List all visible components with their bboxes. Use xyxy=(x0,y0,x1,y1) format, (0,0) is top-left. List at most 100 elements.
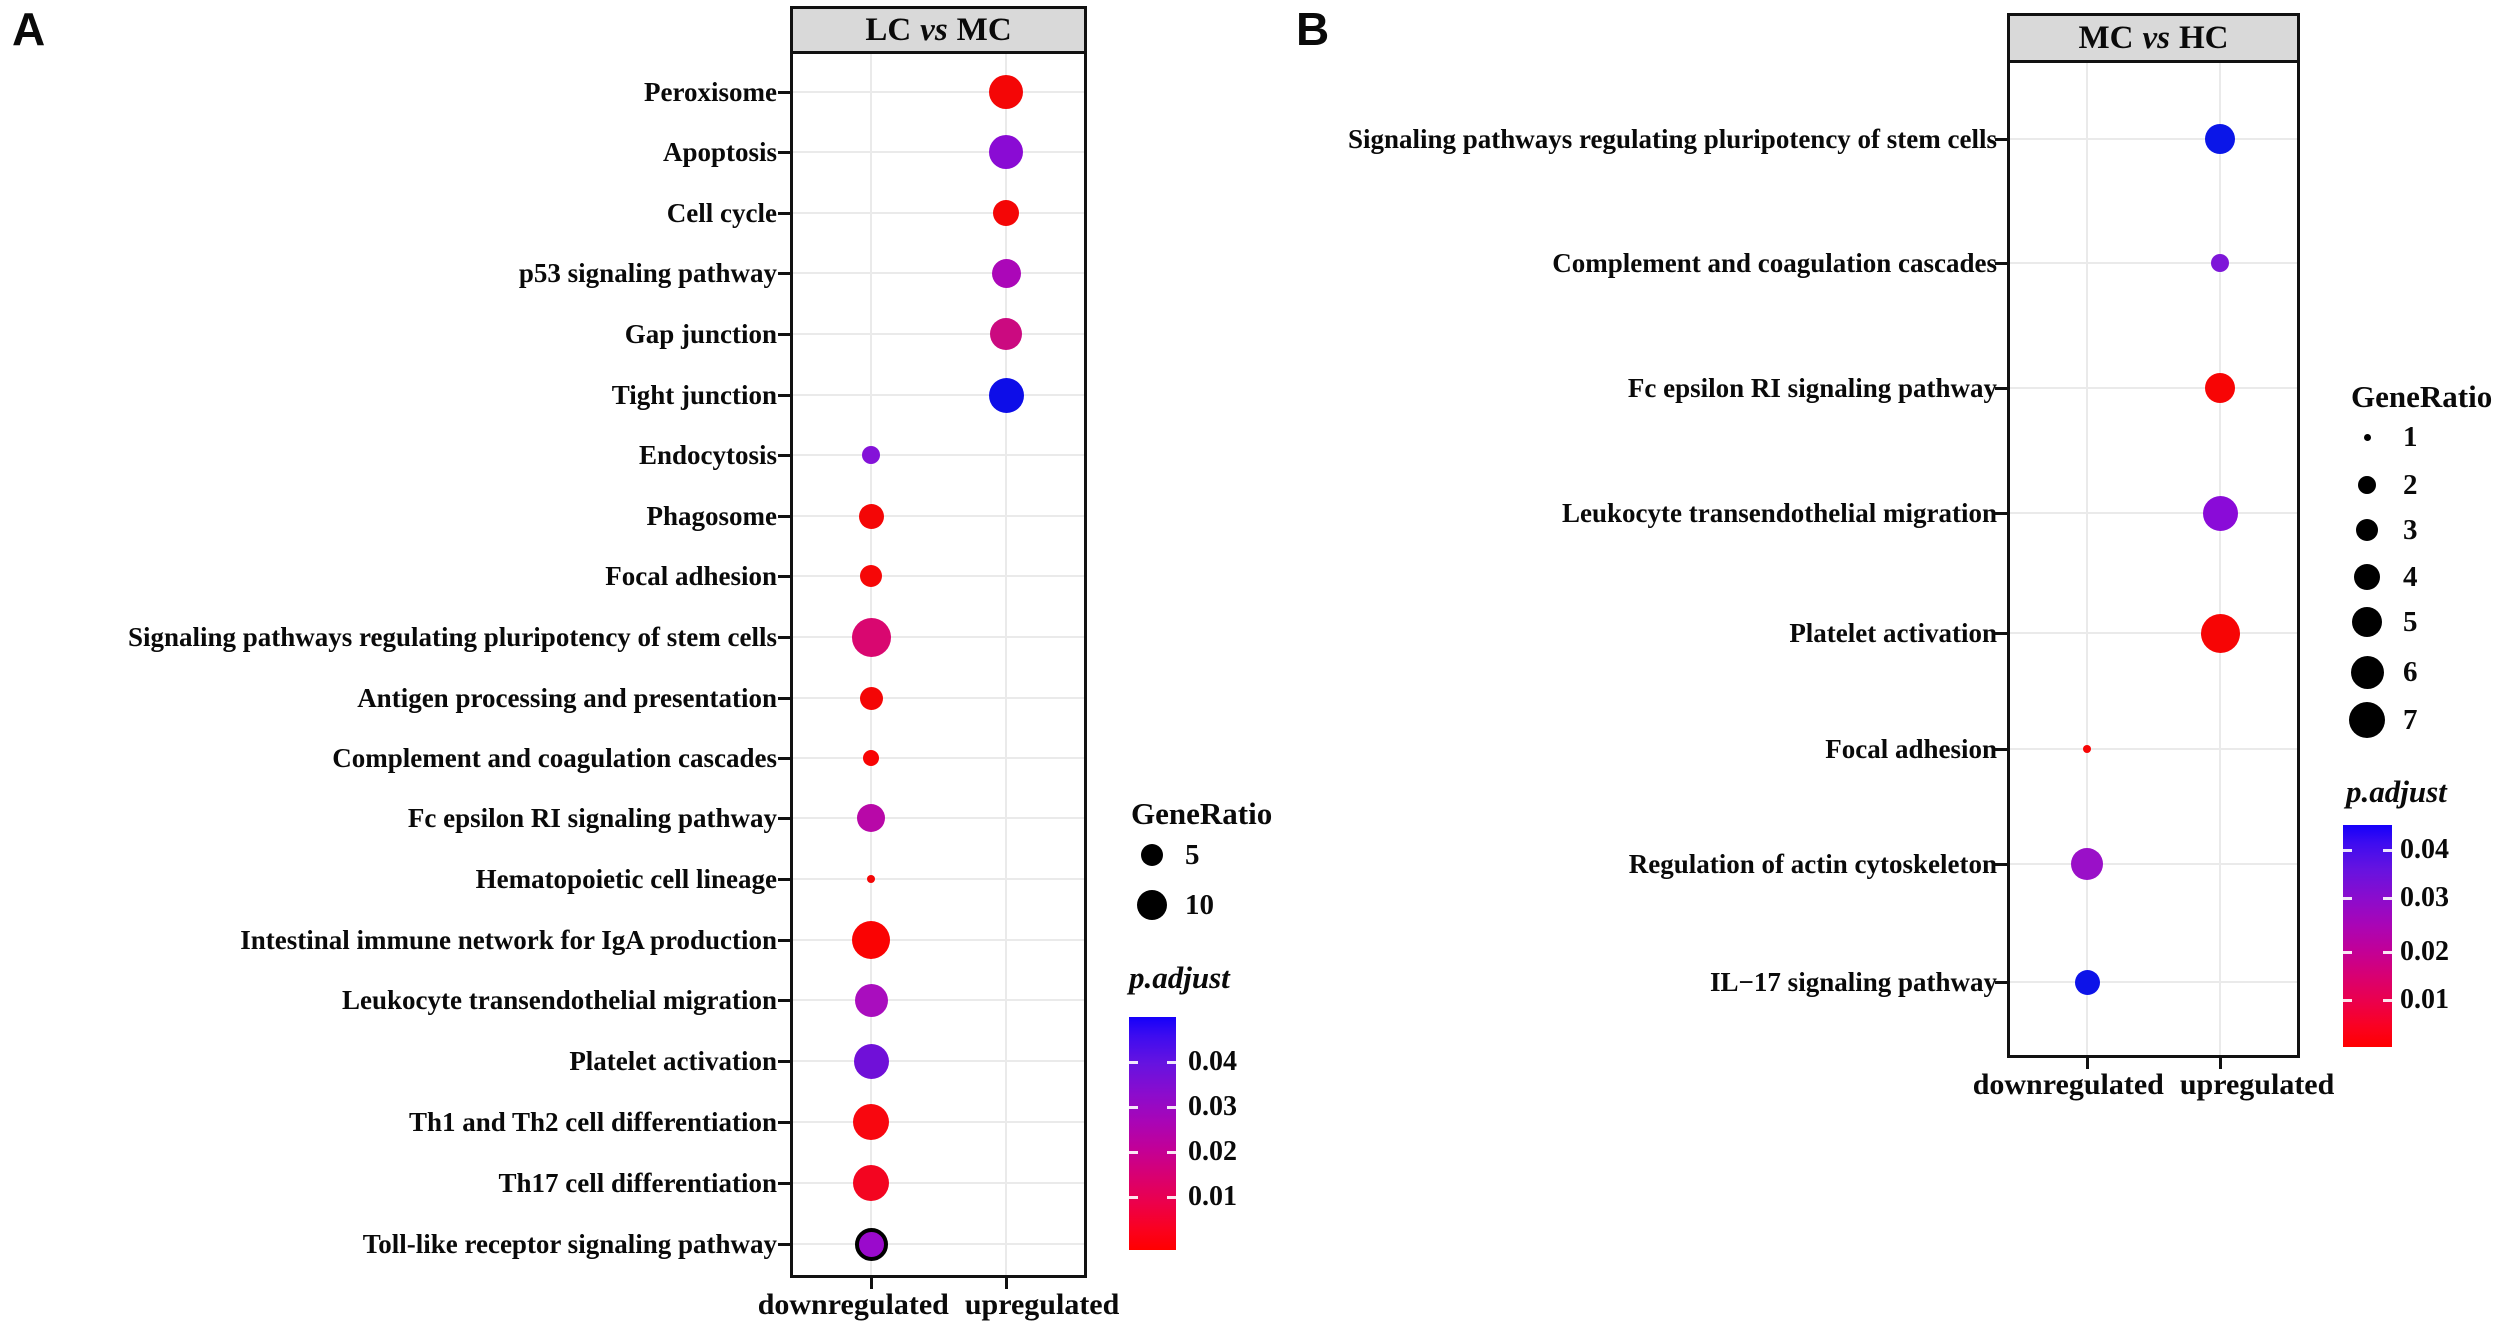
y-axis-tick xyxy=(778,939,790,942)
data-dot xyxy=(851,617,891,657)
gridline-horizontal xyxy=(793,1182,1084,1184)
y-axis-tick xyxy=(778,151,790,154)
gridline-horizontal xyxy=(793,272,1084,274)
y-axis-tick xyxy=(778,91,790,94)
panel-b-padjust-colorbar xyxy=(2343,825,2392,1047)
panel-b-x-axis-labels: downregulated upregulated xyxy=(1973,1068,2335,1102)
pathway-label: Complement and coagulation cascades xyxy=(1552,248,1997,278)
gridline-horizontal xyxy=(793,333,1084,335)
y-axis-tick xyxy=(778,394,790,397)
data-dot xyxy=(991,258,1021,288)
panel-a-strip-title: LC vs MC xyxy=(790,6,1087,54)
x-label-upregulated: upregulated xyxy=(964,1288,1120,1321)
colorbar-tick xyxy=(2383,951,2392,954)
gridline-horizontal xyxy=(2010,748,2297,750)
y-axis-tick xyxy=(778,515,790,518)
gridline-horizontal xyxy=(793,91,1084,93)
gridline-vertical xyxy=(2219,63,2221,1055)
colorbar-tick xyxy=(1167,1106,1176,1109)
data-dot xyxy=(860,565,882,587)
data-dot xyxy=(2205,373,2235,403)
gridline-horizontal xyxy=(793,878,1084,880)
colorbar-tick xyxy=(1129,1196,1138,1199)
gridline-horizontal xyxy=(793,697,1084,699)
legend-size-label: 6 xyxy=(2403,656,2418,688)
panel-b-generatio-legend-title: GeneRatio xyxy=(2351,379,2493,414)
panel-a-generatio-legend-title: GeneRatio xyxy=(1131,796,1273,831)
pathway-label: Th1 and Th2 cell differentiation xyxy=(408,1107,777,1137)
pathway-label: Toll-like receptor signaling pathway xyxy=(362,1229,777,1259)
colorbar-tick-label: 0.01 xyxy=(2400,984,2449,1015)
y-axis-tick xyxy=(1995,138,2007,141)
colorbar-tick xyxy=(1167,1196,1176,1199)
legend-size-dot xyxy=(1141,844,1163,866)
colorbar-tick xyxy=(1129,1106,1138,1109)
strip-a-group2: MC xyxy=(956,11,1012,48)
legend-size-label: 2 xyxy=(2403,469,2418,501)
pathway-label: Signaling pathways regulating pluripoten… xyxy=(1347,124,1997,154)
data-dot xyxy=(854,1227,888,1261)
x-axis-tick xyxy=(1005,1278,1008,1289)
gridline-horizontal xyxy=(793,999,1084,1001)
data-dot xyxy=(863,750,879,766)
colorbar-tick-label: 0.04 xyxy=(1188,1046,1237,1077)
gridline-horizontal xyxy=(2010,262,2297,264)
colorbar-tick xyxy=(2383,999,2392,1002)
y-axis-tick xyxy=(778,575,790,578)
gridline-horizontal xyxy=(793,151,1084,153)
strip-b-group2: HC xyxy=(2178,19,2229,56)
x-axis-tick xyxy=(870,1278,873,1289)
y-axis-tick xyxy=(778,817,790,820)
panel-b-plot-area xyxy=(2007,13,2300,1058)
colorbar-tick xyxy=(1167,1151,1176,1154)
pathway-label: Hematopoietic cell lineage xyxy=(475,864,777,894)
panel-a-padjust-colorbar xyxy=(1129,1017,1176,1250)
y-axis-tick xyxy=(778,757,790,760)
pathway-label: Intestinal immune network for IgA produc… xyxy=(240,925,777,955)
panel-b-padjust-legend-title: p.adjust xyxy=(2346,774,2447,809)
gridline-horizontal xyxy=(2010,863,2297,865)
data-dot xyxy=(989,135,1023,169)
data-dot xyxy=(853,1165,889,1201)
y-axis-tick xyxy=(1995,262,2007,265)
x-label-upregulated: upregulated xyxy=(2179,1068,2335,1101)
pathway-label: p53 signaling pathway xyxy=(518,258,777,288)
data-dot xyxy=(2205,124,2235,154)
data-dot xyxy=(993,200,1019,226)
gridline-horizontal xyxy=(793,817,1084,819)
gridline-horizontal xyxy=(2010,138,2297,140)
y-axis-tick xyxy=(1995,863,2007,866)
pathway-label: Platelet activation xyxy=(1789,618,1997,648)
x-axis-tick xyxy=(2086,1058,2089,1069)
y-axis-tick xyxy=(778,272,790,275)
y-axis-tick xyxy=(778,697,790,700)
pathway-label: Endocytosis xyxy=(638,440,777,470)
colorbar-tick-label: 0.04 xyxy=(2400,834,2449,865)
legend-size-dot xyxy=(2354,564,2380,590)
legend-size-dot xyxy=(1137,890,1167,920)
colorbar-tick xyxy=(2383,897,2392,900)
panel-a-letter: A xyxy=(12,3,46,55)
pathway-label: Gap junction xyxy=(624,319,777,349)
pathway-label: Phagosome xyxy=(646,501,778,531)
pathway-label: Tight junction xyxy=(611,380,777,410)
data-dot xyxy=(2074,969,2100,995)
legend-size-label: 1 xyxy=(2403,421,2418,453)
colorbar-tick-label: 0.02 xyxy=(1188,1136,1237,1167)
pathway-label: Regulation of actin cytoskeleton xyxy=(1628,849,1997,879)
y-axis-tick xyxy=(778,212,790,215)
y-axis-tick xyxy=(778,1060,790,1063)
y-axis-tick xyxy=(778,1121,790,1124)
data-dot xyxy=(2211,254,2229,272)
gridline-horizontal xyxy=(793,515,1084,517)
data-dot xyxy=(858,503,884,529)
legend-size-label: 4 xyxy=(2403,561,2418,593)
data-dot xyxy=(989,75,1023,109)
legend-size-label: 5 xyxy=(2403,606,2418,638)
data-dot xyxy=(862,446,880,464)
data-dot xyxy=(2202,495,2238,531)
y-axis-tick xyxy=(778,333,790,336)
y-axis-tick xyxy=(778,454,790,457)
gridline-horizontal xyxy=(793,1121,1084,1123)
